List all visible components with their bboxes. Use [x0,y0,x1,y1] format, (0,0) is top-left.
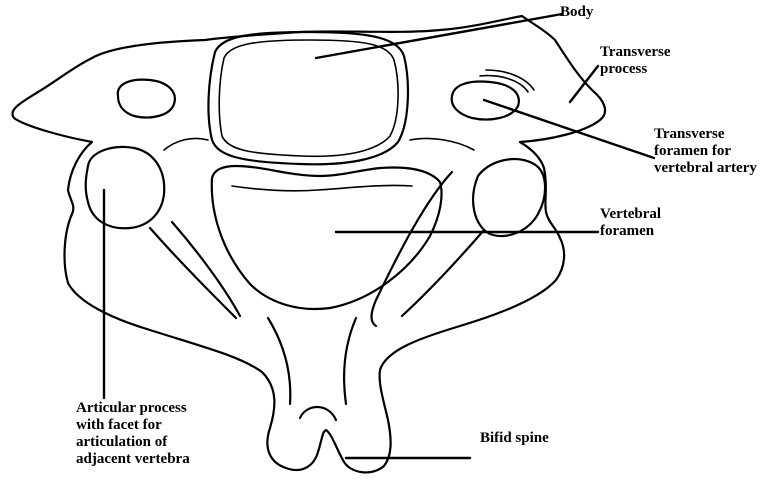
leader-transverse-process [570,66,598,102]
label-articular-process: Articular process with facet for articul… [76,400,190,468]
label-vertebral-foramen-line: Vertebral [600,206,661,223]
label-articular-process-line: with facet for [76,417,190,434]
label-transverse-process-line: Transverse [600,44,671,61]
label-transverse-foramen-line: Transverse [654,126,757,143]
vertebral-body-inner [219,40,398,156]
articular-facet-left [86,147,165,228]
label-vertebral-foramen: Vertebral foramen [600,206,661,240]
spinous-process-right-edge [344,318,356,404]
pedicle-left [164,138,208,150]
lamina-right-inner [402,230,484,316]
bifid-spine-notch [300,407,336,420]
label-articular-process-line: adjacent vertebra [76,451,190,468]
label-articular-process-line: Articular process [76,400,190,417]
spinous-process-left-edge [268,318,290,404]
vertebral-foramen-top-edge [232,185,412,190]
pedicle-right [410,138,474,150]
label-transverse-foramen-line: vertebral artery [654,160,757,177]
label-transverse-process-line: process [600,61,671,78]
label-body-line: Body [560,4,593,21]
articular-facet-right [473,159,545,236]
label-transverse-foramen: Transverse foramen for vertebral artery [654,126,757,177]
label-vertebral-foramen-line: foramen [600,223,661,240]
label-articular-process-line: articulation of [76,434,190,451]
lamina-right [372,172,453,326]
label-bifid-spine-line: Bifid spine [480,430,549,447]
label-transverse-process: Transverse process [600,44,671,78]
lamina-left-inner [172,222,240,316]
leader-body [316,14,562,58]
leader-transverse-foramen [484,100,654,158]
label-body: Body [560,4,593,21]
transverse-foramen-left [118,80,175,118]
label-transverse-foramen-line: foramen for [654,143,757,160]
label-bifid-spine: Bifid spine [480,430,549,447]
